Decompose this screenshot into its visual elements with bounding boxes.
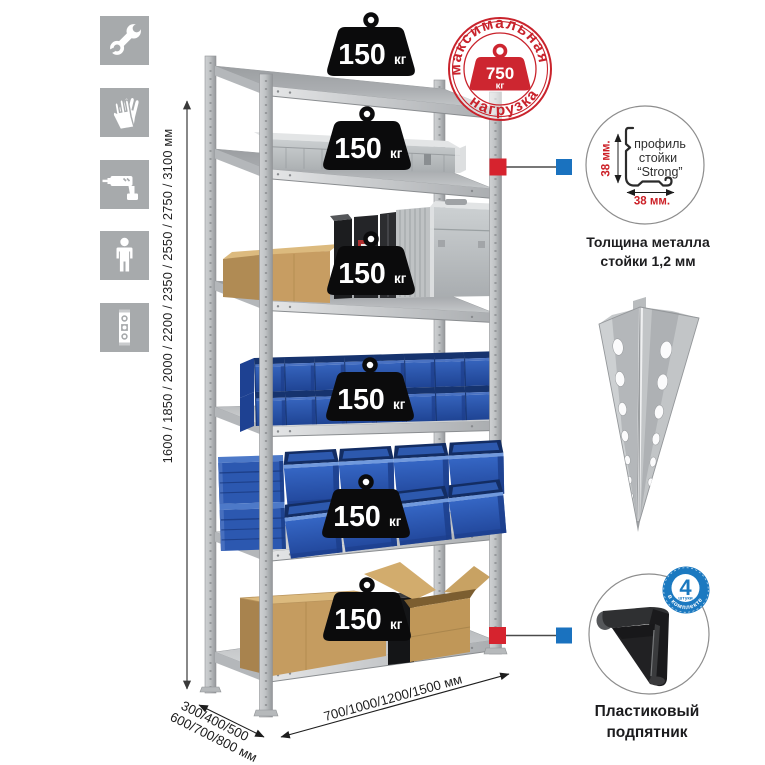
profile-label-line3: “Strong” — [637, 165, 682, 179]
shelf-4-bins — [240, 350, 497, 432]
gloves-icon — [100, 88, 149, 137]
shelf-load-badges: 150 кг 150 кг 150 кг 150 кг 150 кг 150 к… — [322, 15, 415, 642]
profile-caption-line2: стойки 1,2 мм — [600, 253, 695, 269]
foot-caption: Пластиковый подпятник — [595, 703, 700, 741]
load-badge-5: 150 кг — [322, 477, 410, 539]
profile-callout: 38 мм. 38 мм. профиль стойки “Strong” То… — [585, 105, 710, 269]
shelf-1 — [214, 65, 495, 119]
profile-dim-vertical: 38 мм. — [601, 133, 622, 184]
height-dimension: 1600 / 1850 / 2000 / 2200 / 2350 / 2550 … — [160, 100, 192, 690]
kit-badge-value: 4 — [679, 575, 692, 600]
perforated-angle-post — [598, 297, 700, 532]
load-badge-unit: кг — [393, 397, 406, 412]
profile-caption: Толщина металла стойки 1,2 мм — [586, 234, 710, 269]
shelf-3-contents — [223, 199, 502, 303]
load-badge-unit: кг — [390, 617, 403, 632]
load-badge-value: 150 — [337, 384, 385, 416]
callout-connector-bottom — [489, 627, 572, 644]
load-badge-value: 150 — [334, 133, 382, 165]
profile-dim-vertical-label: 38 мм. — [601, 140, 613, 176]
load-badge-6: 150 кг — [323, 580, 411, 642]
connector-red-square-bottom — [489, 627, 506, 644]
person-icon — [100, 231, 149, 280]
profile-label-line1: профиль — [634, 137, 686, 151]
drill-icon — [100, 160, 149, 209]
callout-connector-top — [489, 158, 572, 176]
load-badge-3: 150 кг — [327, 234, 415, 296]
stamp-load-value: 750 — [486, 64, 514, 83]
profile-labels: профиль стойки “Strong” — [634, 137, 686, 179]
plastic-foot-image — [596, 607, 669, 687]
height-dimension-label: 1600 / 1850 / 2000 / 2200 / 2350 / 2550 … — [160, 129, 175, 464]
rack-post-back-left — [199, 55, 222, 694]
kit-count-badge: 4 штуки в комплекте — [662, 566, 710, 614]
load-badge-value: 150 — [338, 258, 386, 290]
stamp-weight-icon: 750 кг — [469, 43, 531, 92]
icon-column — [100, 16, 149, 352]
kit-badge-unit: штуки — [678, 597, 693, 602]
profile-caption-line1: Толщина металла — [586, 234, 710, 250]
width-dimension: 700/1000/1200/1500 мм — [280, 671, 510, 739]
profile-label-line2: стойки — [639, 151, 677, 165]
load-badge-1: 150 кг — [327, 15, 415, 77]
profile-dim-horizontal: 38 мм. — [626, 189, 675, 208]
load-badge-value: 150 — [334, 604, 382, 636]
foot-callout: 4 штуки в комплекте Пластиковый подпятни… — [588, 566, 710, 741]
load-badge-value: 150 — [333, 501, 381, 533]
foot-caption-line1: Пластиковый — [595, 703, 700, 720]
connector-red-square-top — [489, 158, 507, 176]
load-badge-unit: кг — [394, 271, 407, 286]
width-dimension-label: 700/1000/1200/1500 мм — [322, 671, 464, 724]
foot-caption-line2: подпятник — [606, 724, 687, 741]
load-badge-value: 150 — [338, 39, 386, 71]
depth-dimension: 300/400/500 600/700/800 мм — [168, 698, 265, 765]
connector-blue-square-top — [556, 159, 572, 175]
profile-drawing — [624, 126, 673, 187]
load-badge-4: 150 кг — [326, 360, 414, 422]
level-icon — [100, 303, 149, 352]
load-badge-unit: кг — [394, 52, 407, 67]
load-badge-unit: кг — [389, 514, 402, 529]
stamp-load-unit: кг — [496, 81, 505, 92]
shelf-5-euro-stack — [217, 454, 287, 552]
wrench-icon — [100, 16, 149, 65]
load-badge-unit: кг — [390, 146, 403, 161]
load-badge-2: 150 кг — [323, 109, 411, 171]
profile-dim-horizontal-label: 38 мм. — [634, 196, 670, 208]
connector-blue-square-bottom — [556, 627, 572, 644]
